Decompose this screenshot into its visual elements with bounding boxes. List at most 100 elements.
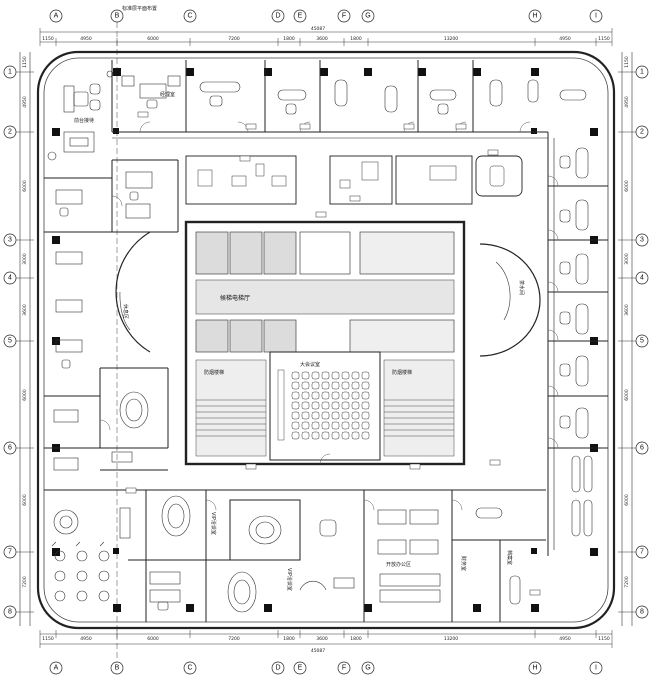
meeting-seat <box>291 371 300 380</box>
meeting-seat <box>341 411 350 420</box>
core-lift-lobby: 候梯电梯厅 <box>195 279 455 315</box>
dim-text: 1150 <box>598 36 610 42</box>
right-axis-labels: 1 2 3 4 5 6 7 8 <box>640 69 644 616</box>
dim-text: 7200 <box>228 636 240 642</box>
right-office-furniture <box>559 147 593 537</box>
finance-label: 财务室 <box>460 556 467 571</box>
axis-label: 8 <box>8 609 12 616</box>
meeting-seat <box>301 371 310 380</box>
room-tags <box>125 111 541 596</box>
vip-a-label: VIP洽谈室 <box>210 512 217 535</box>
dim-text: 6000 <box>624 389 630 401</box>
meeting-seat <box>331 401 340 410</box>
axis-label: 1 <box>640 69 644 76</box>
dim-text: 6000 <box>147 636 159 642</box>
inner-facade-line <box>43 57 609 623</box>
bottom-rooms <box>128 489 546 622</box>
meeting-seat <box>301 401 310 410</box>
dim-text: 4950 <box>624 96 630 108</box>
meeting-room <box>269 351 381 461</box>
meeting-seat <box>331 411 340 420</box>
meeting-seat <box>361 371 370 380</box>
meeting-seat <box>301 421 310 430</box>
dim-text: 7200 <box>22 576 28 588</box>
stair-right <box>383 359 455 457</box>
meeting-seat <box>341 421 350 430</box>
lift-shafts <box>195 231 297 353</box>
left-curved-wall <box>115 231 151 353</box>
dim-text: 13200 <box>444 636 458 642</box>
dim-text: 1150 <box>22 56 28 68</box>
axis-label: 7 <box>640 549 644 556</box>
stair-left <box>195 359 267 457</box>
reception-label: 前台接待 <box>74 117 94 124</box>
meeting-seat <box>311 371 320 380</box>
corner-note: 标准层平面布置 <box>122 5 157 12</box>
right-segment-dims: 1150 4950 6000 3000 3600 6000 6000 7200 <box>624 56 630 588</box>
axis-label: 7 <box>8 549 12 556</box>
meeting-seat <box>321 431 330 440</box>
meeting-seat <box>341 391 350 400</box>
dim-text: 4950 <box>22 96 28 108</box>
left-dimension-chain <box>16 52 34 626</box>
right-offices <box>547 132 608 556</box>
dim-text: 6000 <box>22 389 28 401</box>
meeting-seat <box>311 401 320 410</box>
dim-text: 4950 <box>80 636 92 642</box>
meeting-seat <box>361 381 370 390</box>
meeting-seat <box>291 431 300 440</box>
axis-label: I <box>595 665 597 672</box>
meeting-seat <box>321 411 330 420</box>
dim-text: 1150 <box>42 636 54 642</box>
stair-left-label: 防烟楼梯 <box>204 369 224 376</box>
dim-text: 3000 <box>22 253 28 265</box>
bottom-total-dim: 45087 <box>311 648 325 654</box>
top-total-dim: 45087 <box>311 26 325 32</box>
axis-label: A <box>54 13 59 20</box>
meeting-seat <box>361 421 370 430</box>
axis-label: 5 <box>640 338 644 345</box>
axis-label: D <box>275 13 280 20</box>
axis-label: I <box>595 13 597 20</box>
axis-label: B <box>115 13 120 20</box>
axis-label: 5 <box>8 338 12 345</box>
meeting-seat <box>361 391 370 400</box>
dim-text: 3000 <box>624 253 630 265</box>
top-office-furniture <box>121 75 587 115</box>
reception-area <box>47 70 114 161</box>
dim-text: 3600 <box>316 636 328 642</box>
axis-label: G <box>365 13 370 20</box>
meeting-seat <box>331 391 340 400</box>
meeting-seat <box>351 391 360 400</box>
meeting-room-label: 大会议室 <box>300 361 320 368</box>
archive-label: 档案室 <box>506 550 513 565</box>
axis-label: 8 <box>640 609 644 616</box>
bottom-segment-dims: 1150 4950 6000 7200 1800 3600 1800 13200… <box>42 636 610 642</box>
meeting-seat <box>331 421 340 430</box>
top-offices <box>111 60 548 139</box>
dim-text: 3600 <box>624 304 630 316</box>
meeting-seat <box>291 421 300 430</box>
meeting-seat <box>361 431 370 440</box>
bottom-room-furniture <box>119 495 521 613</box>
outer-wall <box>36 50 616 630</box>
bottom-dimension-chain <box>39 630 613 648</box>
meeting-seat <box>351 411 360 420</box>
right-curved-wall <box>479 243 541 357</box>
restroom-block <box>299 231 455 353</box>
lounge-label: 休息区 <box>122 304 129 319</box>
meeting-seats <box>291 371 370 440</box>
meeting-seat <box>291 391 300 400</box>
meeting-seat <box>331 381 340 390</box>
meeting-seat <box>301 431 310 440</box>
meeting-seat <box>311 431 320 440</box>
dim-text: 1800 <box>350 636 362 642</box>
axis-label: C <box>187 665 192 672</box>
meeting-seat <box>311 411 320 420</box>
meeting-seat <box>341 401 350 410</box>
meeting-seat <box>291 401 300 410</box>
dim-text: 1800 <box>283 36 295 42</box>
meeting-seat <box>311 381 320 390</box>
dim-text: 4950 <box>559 36 571 42</box>
meeting-seat <box>321 421 330 430</box>
